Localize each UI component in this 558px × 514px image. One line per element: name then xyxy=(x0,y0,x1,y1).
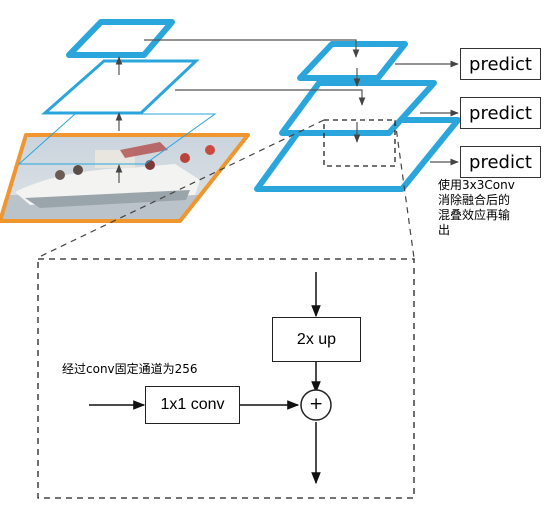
image-layer xyxy=(0,133,250,223)
zoom-region xyxy=(323,119,396,167)
detail-panel xyxy=(37,258,415,499)
smoothing-note: 使用3x3Conv 消除融合后的 混叠效应再输 出 xyxy=(438,178,515,237)
add-node-symbol: + xyxy=(309,394,324,414)
pyramid-level-4 xyxy=(66,19,175,58)
pyramid-level-2 xyxy=(17,113,217,165)
image-frame xyxy=(0,133,250,223)
conv1x1-node: 1x1 conv xyxy=(145,386,240,424)
fpn-level-2 xyxy=(279,80,437,136)
lateral-note: 经过conv固定通道为256 xyxy=(62,362,198,376)
lateral-connection-top xyxy=(144,39,360,58)
predict-label-1: predict xyxy=(460,48,541,80)
fpn-level-3 xyxy=(297,41,408,81)
predict-label-2: predict xyxy=(460,97,541,129)
pyramid-level-3 xyxy=(41,59,200,115)
lateral-connection-mid xyxy=(175,89,366,106)
upsample-node: 2x up xyxy=(272,317,361,362)
predict-label-3: predict xyxy=(460,146,541,178)
fpn-level-1 xyxy=(254,117,461,192)
zoom-guide-left xyxy=(36,119,325,259)
plus-circle-icon xyxy=(300,389,332,421)
zoom-guide-right xyxy=(394,119,415,259)
